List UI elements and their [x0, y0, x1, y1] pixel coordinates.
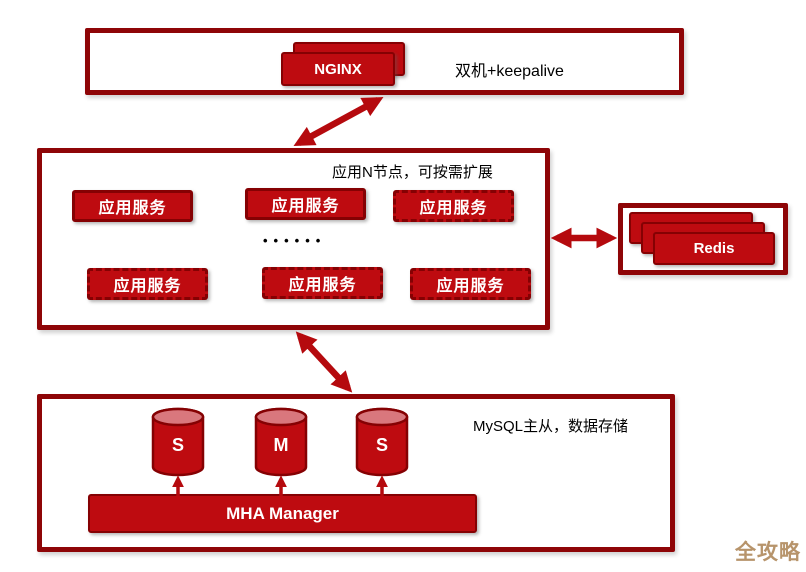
app-node-label: 应用服务 [98, 200, 167, 217]
db-label: S [172, 435, 184, 455]
app-tier-caption: 应用N节点，可按需扩展 [332, 164, 493, 181]
db-label: M [274, 435, 289, 455]
app-node-6: 应用服务 [410, 268, 531, 300]
app-node-1: 应用服务 [72, 190, 193, 222]
nginx-node: NGINX [281, 52, 395, 86]
app-node-3: 应用服务 [393, 190, 514, 222]
db-label: S [376, 435, 388, 455]
app-node-2: 应用服务 [245, 188, 366, 220]
app-node-label: 应用服务 [271, 198, 340, 215]
nginx-label: NGINX [314, 60, 362, 78]
app-tier-ellipsis: •••••• [263, 233, 327, 248]
arrow-nginx-app [293, 97, 384, 146]
database-cylinder-slave-2: S [355, 407, 409, 477]
app-node-label: 应用服务 [419, 200, 488, 217]
app-node-label: 应用服务 [113, 278, 182, 295]
redis-label: Redis [693, 240, 735, 257]
arrow-app-mysql [295, 331, 353, 393]
data-tier-box: MySQL主从，数据存储 S M S MHA Manager [37, 394, 675, 552]
database-cylinder-master: M [254, 407, 308, 477]
load-balancer-tier-box: NGINX 双机+keepalive [85, 28, 684, 95]
mha-manager-bar: MHA Manager [88, 494, 477, 533]
redis-node: Redis [653, 232, 775, 265]
mha-manager-label: MHA Manager [226, 503, 339, 523]
data-tier-caption: MySQL主从，数据存储 [473, 418, 629, 435]
app-node-label: 应用服务 [288, 277, 357, 294]
app-node-4: 应用服务 [87, 268, 208, 300]
app-node-label: 应用服务 [436, 278, 505, 295]
app-tier-box: 应用N节点，可按需扩展 应用服务 应用服务 应用服务 •••••• 应用服务 应… [37, 148, 550, 330]
app-node-5: 应用服务 [262, 267, 383, 299]
watermark-text: 全攻略 [735, 541, 801, 564]
load-balancer-caption: 双机+keepalive [455, 63, 564, 80]
database-cylinder-slave-1: S [151, 407, 205, 477]
cache-tier-box: Redis [618, 203, 788, 275]
